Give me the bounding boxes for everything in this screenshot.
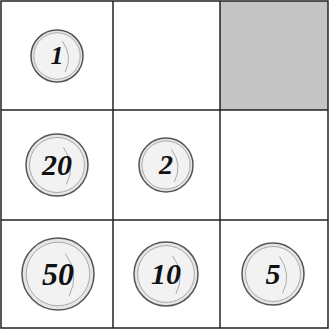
coin-rim bbox=[242, 243, 304, 305]
coin: 20 bbox=[25, 133, 89, 197]
coin-face bbox=[142, 141, 190, 189]
coin-rim bbox=[134, 242, 198, 306]
coin-rim bbox=[139, 138, 193, 192]
grid-line bbox=[1, 109, 328, 111]
coin: 2 bbox=[138, 137, 194, 193]
coin-face bbox=[34, 33, 80, 79]
coin-face bbox=[245, 246, 300, 301]
coin-value: 50 bbox=[42, 258, 74, 290]
coin-rim bbox=[26, 134, 88, 196]
grid-line bbox=[112, 1, 114, 328]
coin-rim bbox=[22, 238, 94, 310]
coin-value: 5 bbox=[266, 259, 281, 289]
coin-face bbox=[138, 246, 195, 303]
coin: 50 bbox=[21, 237, 95, 311]
coin-rim bbox=[31, 30, 83, 82]
coin: 5 bbox=[241, 242, 305, 306]
coin-value: 2 bbox=[159, 151, 173, 179]
grid-line bbox=[1, 219, 328, 221]
coin-value: 10 bbox=[151, 259, 181, 289]
coin: 1 bbox=[30, 29, 84, 83]
coin-value: 1 bbox=[51, 43, 64, 69]
coin: 10 bbox=[133, 241, 199, 307]
coin-value: 20 bbox=[42, 150, 72, 180]
grid-line bbox=[219, 1, 221, 328]
coin-face bbox=[29, 137, 84, 192]
coin-face bbox=[26, 242, 90, 306]
shaded-cell bbox=[220, 1, 328, 110]
